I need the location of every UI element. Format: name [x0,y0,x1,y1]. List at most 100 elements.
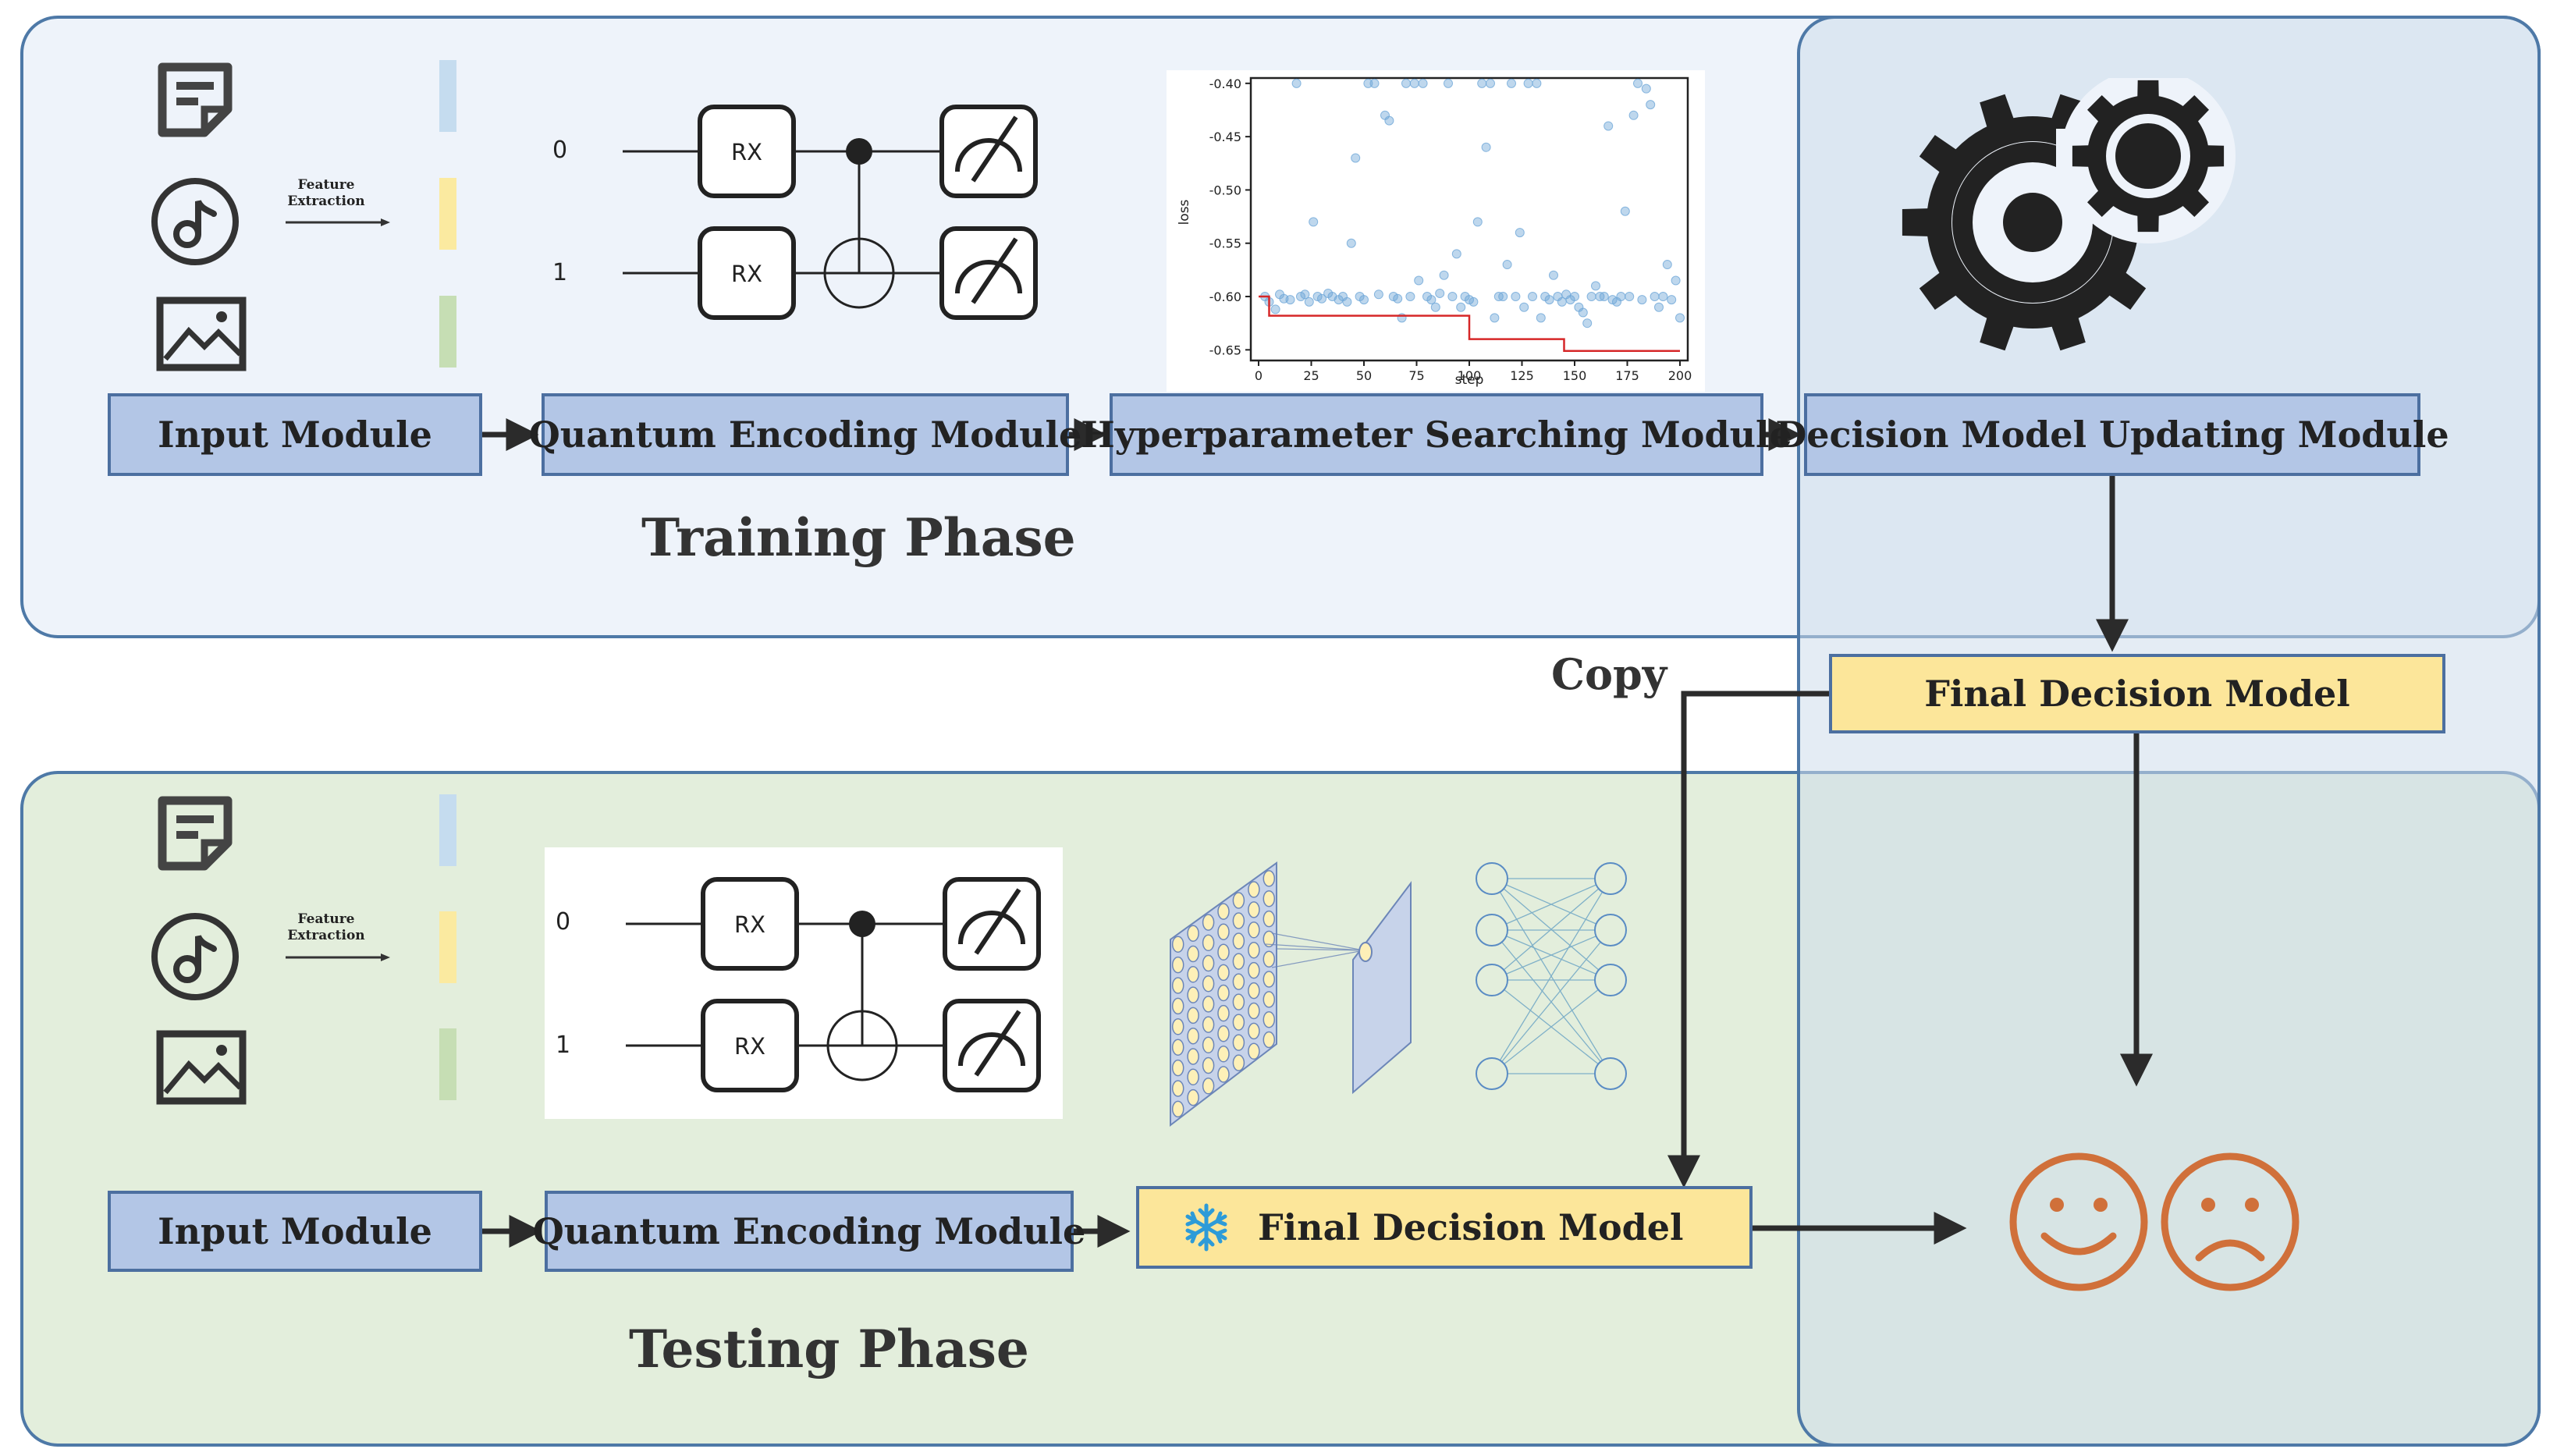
chart-point [1519,302,1529,312]
chart-point [1515,228,1525,238]
chart-point [1498,292,1508,302]
chart-point [1304,297,1314,307]
rx-gate-label-1: RX [731,261,762,287]
chart-point [1536,313,1546,323]
frozen-model-label: Final Decision Model [1258,1206,1684,1248]
chart-point [1346,238,1356,248]
feature-extraction-arrow [286,954,390,961]
image-icon [156,297,247,371]
chart-ytick-label: -0.45 [1209,130,1241,144]
chart-point [1646,100,1656,110]
chart-point [1511,292,1521,302]
neural-network-icon [1476,862,1627,1090]
chart-xtick-label: 0 [1255,368,1263,383]
chart-ytick-label: -0.50 [1209,183,1241,197]
chart-xtick-label: 100 [1458,368,1482,383]
rx-gate-label-1: RX [734,1033,765,1060]
chart-point [1675,313,1685,323]
chart-point [1607,295,1618,305]
measurement-meter-icon [943,999,1041,1092]
feature-bar-image [439,296,456,368]
training-input-module: Input Module [108,393,482,476]
chart-point [1486,78,1495,88]
chart-point [1544,295,1554,305]
chart-point [1528,292,1537,302]
feature-bar-audio [439,911,456,983]
chart-point [1384,115,1394,126]
testing-input-module: Input Module [108,1191,482,1272]
chart-point [1654,302,1664,312]
chart-point [1444,78,1453,88]
qubit-1-label: 1 [556,1032,571,1059]
music-note-icon [151,913,239,1000]
chart-point [1317,293,1326,304]
chart-point [1300,289,1310,300]
feature-extraction-label: Feature Extraction [287,177,365,209]
document-icon [158,796,233,871]
chart-point [1603,121,1614,131]
chart-point [1628,110,1639,120]
chart-point [1312,292,1323,302]
chart-point [1451,249,1461,259]
chart-ytick-label: -0.60 [1209,289,1241,304]
hyperparameter-searching-module: Hyperparameter Searching Module [1081,393,1792,476]
chart-xlabel: step [1455,372,1484,388]
chart-point [1667,295,1677,305]
chart-point [1490,313,1500,323]
chart-point [1502,260,1512,270]
chart-point [1426,295,1437,305]
training-quantum-encoding-module: Quantum Encoding Module [529,393,1081,476]
chart-xtick-label: 175 [1615,368,1639,383]
chart-point [1373,289,1383,300]
measurement-meter-icon [939,105,1038,198]
chart-point [1625,292,1635,302]
chart-point [1633,78,1643,88]
chart-point [1620,206,1630,216]
chart-point [1296,292,1305,302]
decision-model-updating-module: Decision Model Updating Module [1775,393,2449,476]
feature-bar-image [439,1028,456,1100]
rx-gate-label-0: RX [734,911,765,938]
chart-xtick-label: 125 [1510,368,1534,383]
chart-point [1532,78,1542,88]
frozen-final-decision-model: Final Decision Model [1136,1186,1753,1269]
chart-point [1523,78,1533,88]
measurement-meter-icon [939,226,1038,320]
qubit-0-label: 0 [556,908,571,936]
chart-point [1447,292,1458,302]
chart-point [1309,217,1319,227]
chart-point [1405,292,1415,302]
chart-point [1477,78,1487,88]
chart-xtick-label: 200 [1668,368,1692,383]
chart-point [1586,292,1596,302]
feature-bar-audio [439,178,456,250]
chart-point [1591,281,1600,291]
sad-face-icon [2161,1152,2300,1291]
chart-xtick-label: 50 [1356,368,1372,383]
qubit-1-label: 1 [552,259,568,286]
chart-point [1671,275,1681,286]
chart-point [1270,304,1280,314]
image-icon [156,1030,247,1105]
rx-gate-label-0: RX [731,139,762,165]
chart-point [1616,292,1626,302]
chart-point [1507,78,1516,88]
chart-point [1662,260,1672,270]
music-note-icon [151,178,239,265]
smiley-face-icon [2009,1152,2148,1291]
chart-point [1578,307,1588,318]
chart-point [1637,295,1647,305]
chart-point [1430,302,1440,312]
cnn-layer-icon [1170,861,1412,1128]
chart-point [1363,78,1373,88]
chart-point [1342,297,1352,307]
chart-point [1359,295,1369,305]
chart-point [1418,78,1428,88]
chart-ytick-label: -0.65 [1209,343,1241,357]
measurement-meter-icon [943,877,1041,971]
chart-point [1393,293,1403,304]
chart-point [1388,292,1398,302]
feature-extraction-label: Feature Extraction [287,911,365,943]
chart-xtick-label: 75 [1408,368,1424,383]
